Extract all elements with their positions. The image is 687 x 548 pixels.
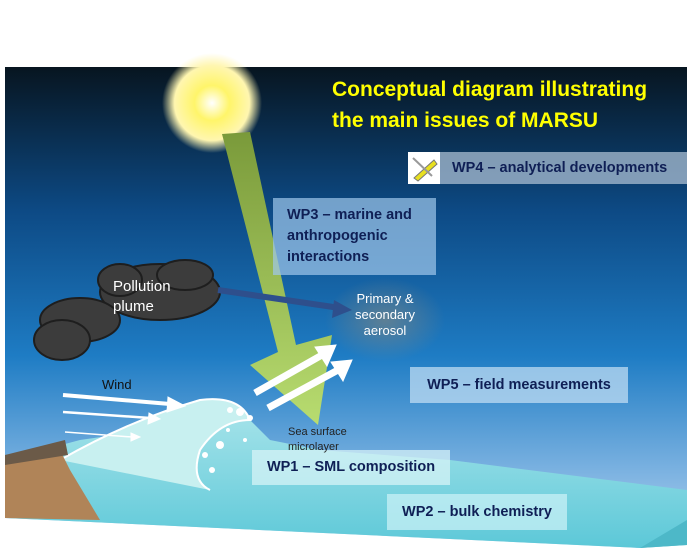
sml-label-line-2: microlayer xyxy=(288,441,339,453)
sea-surface-microlayer-label: Sea surface microlayer xyxy=(288,425,347,455)
wp4-label: WP4 – analytical developments xyxy=(452,159,668,176)
emission-arrows xyxy=(253,344,353,412)
wp5-label: WP5 – field measurements xyxy=(427,376,611,393)
wp1-box: WP1 – SML composition xyxy=(252,450,450,485)
wp1-label: WP1 – SML composition xyxy=(266,459,436,475)
sml-label-line-1: Sea surface xyxy=(288,426,347,438)
aerosol-label-line-1: Primary & xyxy=(356,291,414,306)
wp3-label-line-1: WP3 – marine and xyxy=(287,207,412,223)
title-line-1: Conceptual diagram illustrating xyxy=(332,78,648,101)
wp2-label: WP2 – bulk chemistry xyxy=(402,503,552,520)
aerosol-label-line-3: aerosol xyxy=(363,323,407,338)
breaking-wave xyxy=(59,398,252,491)
wp3-box: WP3 – marine and anthropogenic interacti… xyxy=(273,198,436,275)
aerosol-cloud xyxy=(325,278,445,362)
title-line-2: the main issues of MARSU xyxy=(332,109,599,132)
aerosol-label: Primary & secondary aerosol xyxy=(345,291,425,339)
wp3-label-line-3: interactions xyxy=(287,249,370,265)
wp3-label-line-2: anthropogenic xyxy=(287,228,388,244)
diagram-title: Conceptual diagram illustrating the main… xyxy=(332,74,647,136)
swiss-army-knife-icon xyxy=(408,152,440,184)
sun-icon xyxy=(162,53,262,153)
wind-arrows xyxy=(62,393,187,442)
plume-arrow xyxy=(217,287,341,311)
aerosol-label-line-2: secondary xyxy=(355,307,415,322)
wp5-box: WP5 – field measurements xyxy=(410,367,628,403)
pollution-cloud xyxy=(33,259,221,361)
wp4-box: WP4 – analytical developments xyxy=(440,152,687,184)
wind-label: Wind xyxy=(102,377,132,392)
pollution-plume-label: Pollution plume xyxy=(113,277,171,317)
sunlight-arrow xyxy=(222,132,332,425)
pollution-label-line-1: Pollution xyxy=(113,278,171,295)
pollution-label-line-2: plume xyxy=(113,298,154,315)
coast-cliff xyxy=(5,450,100,520)
wp2-box: WP2 – bulk chemistry xyxy=(387,494,567,530)
